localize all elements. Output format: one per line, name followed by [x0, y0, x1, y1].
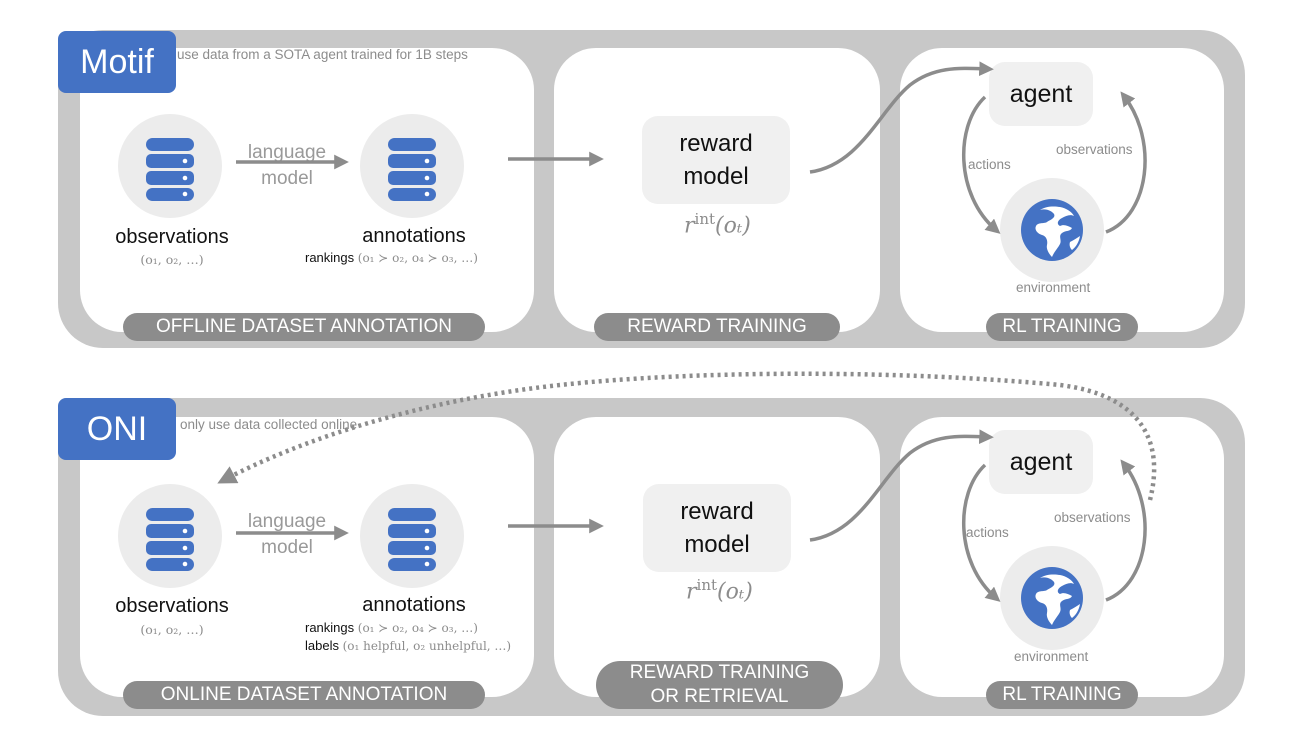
database-icon [118, 484, 222, 588]
language-model-label: language model [247, 142, 327, 189]
labels-math: (o₁ helpful, o₂ unhelpful, …) [342, 639, 512, 653]
stage-reward-training-or-retrieval: REWARD TRAINING OR RETRIEVAL [596, 661, 843, 709]
observations-feedback-label: observations [1054, 510, 1131, 525]
reward-argument: (oₜ) [717, 579, 753, 605]
stage-reward-training: REWARD TRAINING [594, 313, 840, 341]
observations-math: (o₁, o₂, …) [140, 622, 204, 637]
stage-offline-dataset-annotation: OFFLINE DATASET ANNOTATION [123, 313, 485, 341]
observations-label: observations [115, 595, 229, 617]
language-model-label: language model [247, 511, 327, 558]
globe-icon [1000, 178, 1104, 282]
reward-formula: rint(oₜ) [684, 210, 751, 238]
oni-tag: ONI [58, 398, 176, 460]
oni-note: only use data collected online [180, 417, 358, 432]
rankings-line: rankings (o₁ ≻ o₂, o₄ ≻ o₃, …) [305, 250, 478, 265]
rankings-prefix: rankings [305, 620, 355, 635]
rankings-line: rankings (o₁ ≻ o₂, o₄ ≻ o₃, …) [305, 620, 478, 635]
observations-math: (o₁, o₂, …) [140, 252, 204, 267]
environment-label: environment [1014, 649, 1089, 664]
rankings-math: (o₁ ≻ o₂, o₄ ≻ o₃, …) [357, 251, 478, 265]
rankings-math: (o₁ ≻ o₂, o₄ ≻ o₃, …) [357, 621, 478, 635]
observations-label: observations [115, 226, 229, 248]
agent-box: agent [989, 430, 1093, 494]
reward-superscript: int [696, 576, 718, 594]
actions-label: actions [966, 525, 1009, 540]
database-icon [360, 114, 464, 218]
observations-feedback-label: observations [1056, 142, 1133, 157]
reward-model-box: reward model [642, 116, 790, 204]
stage-online-dataset-annotation: ONLINE DATASET ANNOTATION [123, 681, 485, 709]
environment-label: environment [1016, 280, 1091, 295]
motif-note: use data from a SOTA agent trained for 1… [177, 47, 468, 62]
stage-rl-training: RL TRAINING [986, 681, 1138, 709]
reward-superscript: int [694, 210, 716, 228]
annotations-label: annotations [362, 225, 466, 247]
agent-box: agent [989, 62, 1093, 126]
labels-line: labels (o₁ helpful, o₂ unhelpful, …) [305, 638, 511, 653]
labels-prefix: labels [305, 638, 339, 653]
rankings-prefix: rankings [305, 250, 355, 265]
actions-label: actions [968, 157, 1011, 172]
reward-symbol: r [686, 579, 697, 605]
database-icon [118, 114, 222, 218]
reward-argument: (oₜ) [715, 213, 751, 239]
stage-rl-training: RL TRAINING [986, 313, 1138, 341]
motif-tag: Motif [58, 31, 176, 93]
reward-formula: rint(oₜ) [686, 576, 753, 604]
annotations-label: annotations [362, 594, 466, 616]
database-icon [360, 484, 464, 588]
reward-symbol: r [684, 213, 695, 239]
reward-model-box: reward model [643, 484, 791, 572]
globe-icon [1000, 546, 1104, 650]
